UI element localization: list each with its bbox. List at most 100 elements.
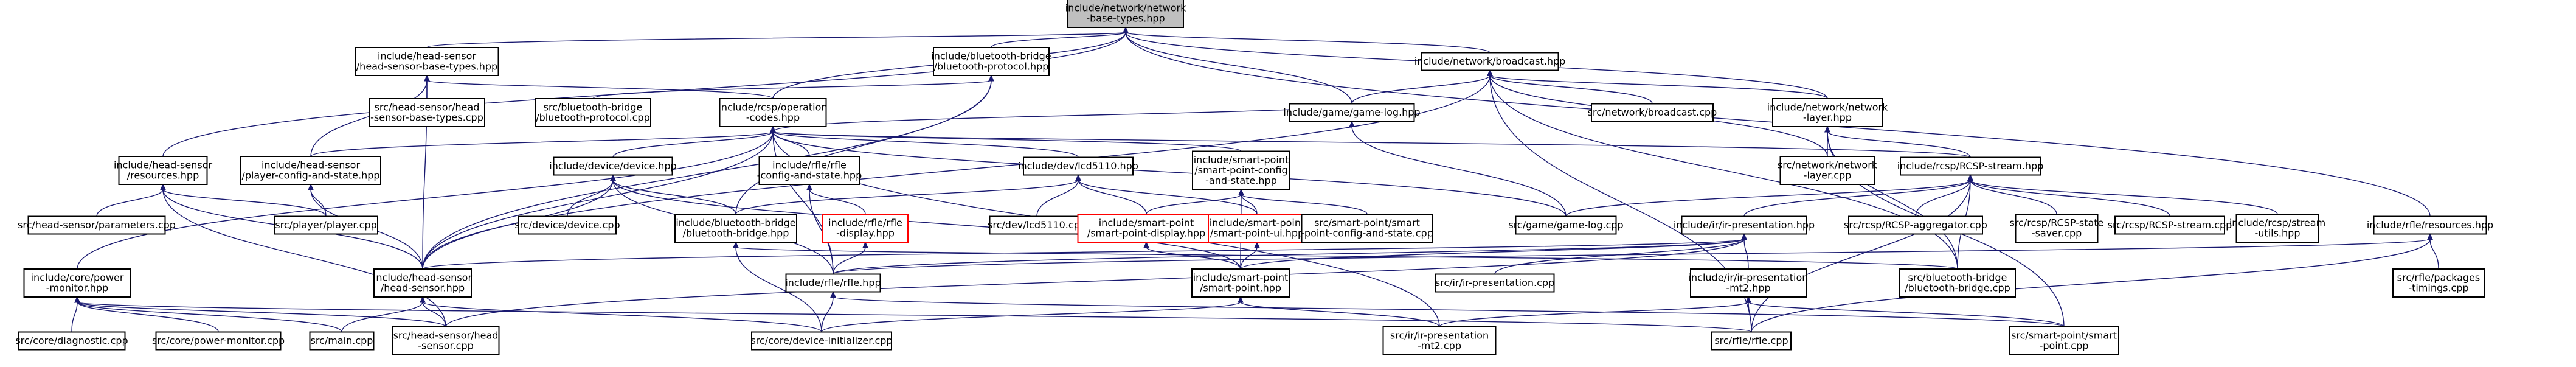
node-rcspop[interactable]: include/rcsp/operation-codes.hpp bbox=[718, 98, 828, 127]
node-label: /smart-point-display.hpp bbox=[1087, 228, 1205, 239]
node-box[interactable] bbox=[1848, 215, 1983, 235]
node-irpres[interactable]: include/ir/ir-presentation.hpp bbox=[1674, 215, 1815, 235]
node-box[interactable] bbox=[933, 47, 1050, 76]
node-root[interactable]: include/network/network-base-types.hpp bbox=[1065, 0, 1186, 28]
node-rfledisp[interactable]: include/rfle/rfle-display.hpp bbox=[822, 214, 909, 243]
node-box[interactable] bbox=[1191, 268, 1290, 298]
node-lcd[interactable]: include/dev/lcd5110.hpp bbox=[1018, 156, 1138, 176]
node-irmt2cpp[interactable]: src/ir/ir-presentation-mt2.cpp bbox=[1382, 326, 1497, 355]
node-box[interactable] bbox=[2015, 214, 2099, 243]
node-box[interactable] bbox=[989, 215, 1085, 235]
node-devhpp[interactable]: include/device/device.hpp bbox=[549, 156, 677, 176]
node-gamelog[interactable]: include/game/game-log.hpp bbox=[1283, 103, 1421, 122]
node-btproto[interactable]: include/bluetooth-bridge/bluetooth-proto… bbox=[931, 47, 1051, 76]
node-box[interactable] bbox=[355, 47, 499, 76]
node-rcspstreamcpp[interactable]: src/rcsp/RCSP-stream.cpp bbox=[2108, 215, 2232, 235]
node-box[interactable] bbox=[27, 215, 166, 235]
node-diag[interactable]: src/core/diagnostic.cpp bbox=[15, 331, 128, 351]
node-corepower[interactable]: include/core/power-monitor.hpp bbox=[23, 268, 131, 298]
node-box[interactable] bbox=[1067, 0, 1184, 28]
node-box[interactable] bbox=[785, 273, 881, 293]
node-rflecfg[interactable]: include/rfle/rfle-config-and-state.hpp bbox=[757, 156, 862, 185]
node-gamelogcpp[interactable]: src/game/game-log.cpp bbox=[1508, 215, 1624, 235]
node-netlayer[interactable]: include/network/network-layer.hpp bbox=[1767, 98, 1888, 127]
node-btbridgehpp[interactable]: include/bluetooth-bridge/bluetooth-bridg… bbox=[674, 214, 797, 243]
node-maincpp[interactable]: src/main.cpp bbox=[309, 331, 375, 351]
node-hspcs[interactable]: include/head-sensor/player-config-and-st… bbox=[240, 156, 381, 185]
node-box[interactable] bbox=[1900, 156, 2041, 176]
node-box[interactable] bbox=[274, 215, 378, 235]
node-rcspagg[interactable]: src/rcsp/RCSP-aggregator.cpp bbox=[1844, 215, 1987, 235]
node-box[interactable] bbox=[674, 214, 797, 243]
node-hshscpp[interactable]: src/head-sensor/head-sensor.cpp bbox=[392, 326, 500, 355]
node-sppcs[interactable]: include/smart-point/smart-point-config-a… bbox=[1192, 150, 1290, 190]
node-box[interactable] bbox=[23, 268, 131, 298]
node-box[interactable] bbox=[1289, 103, 1415, 122]
node-box[interactable] bbox=[1899, 268, 2016, 298]
node-box[interactable] bbox=[2009, 326, 2119, 355]
node-box[interactable] bbox=[18, 331, 126, 351]
node-box[interactable] bbox=[2114, 215, 2225, 235]
node-box[interactable] bbox=[1690, 268, 1807, 298]
node-box[interactable] bbox=[309, 331, 375, 351]
node-devinit[interactable]: src/core/device-initializer.cpp bbox=[750, 331, 893, 351]
node-box[interactable] bbox=[2373, 215, 2487, 235]
node-box[interactable] bbox=[1301, 214, 1433, 243]
node-rflecpp[interactable]: src/rfle/rfle.cpp bbox=[1711, 331, 1792, 351]
node-box[interactable] bbox=[751, 331, 892, 351]
node-bcastcpp[interactable]: src/network/broadcast.cpp bbox=[1588, 103, 1717, 122]
node-box[interactable] bbox=[1779, 156, 1875, 185]
node-lcdcpp[interactable]: src/dev/lcd5110.cpp bbox=[988, 215, 1086, 235]
node-rcspstreamutils[interactable]: include/rcsp/stream-utils.hpp bbox=[2229, 214, 2325, 243]
node-box[interactable] bbox=[518, 215, 617, 235]
node-box[interactable] bbox=[1421, 52, 1559, 71]
node-playercpp[interactable]: src/player/player.cpp bbox=[274, 215, 378, 235]
node-box[interactable] bbox=[240, 156, 381, 185]
node-rflehpp[interactable]: include/rfle/rfle.hpp bbox=[785, 273, 881, 293]
node-spcpp[interactable]: src/smart-point/smart-point.cpp bbox=[2009, 326, 2119, 355]
node-rfleres[interactable]: include/rfle/resources.hpp bbox=[2367, 215, 2493, 235]
node-btprotocpp[interactable]: src/bluetooth-bridge/bluetooth-protocol.… bbox=[535, 98, 651, 127]
node-rcspstream[interactable]: include/rcsp/RCSP-stream.hpp bbox=[1897, 156, 2044, 176]
node-box[interactable] bbox=[758, 156, 860, 185]
node-box[interactable] bbox=[1681, 215, 1807, 235]
node-box[interactable] bbox=[1023, 156, 1134, 176]
node-box[interactable] bbox=[822, 214, 909, 243]
node-box[interactable] bbox=[1192, 150, 1290, 190]
node-bcast[interactable]: include/network/broadcast.hpp bbox=[1414, 52, 1566, 71]
node-box[interactable] bbox=[155, 331, 282, 351]
node-box[interactable] bbox=[2392, 268, 2485, 298]
node-irmt2[interactable]: include/ir/ir-presentation-mt2.hpp bbox=[1689, 268, 1809, 298]
node-box[interactable] bbox=[1435, 273, 1555, 293]
node-box[interactable] bbox=[719, 98, 827, 127]
node-spdisp[interactable]: include/smart-point/smart-point-display.… bbox=[1077, 214, 1216, 243]
node-box[interactable] bbox=[373, 268, 472, 298]
node-spcfgcpp[interactable]: src/smart-point/smart-point-config-and-s… bbox=[1301, 214, 1433, 243]
node-powercpp[interactable]: src/core/power-monitor.cpp bbox=[152, 331, 285, 351]
node-box[interactable] bbox=[1382, 326, 1497, 355]
node-box[interactable] bbox=[1591, 103, 1714, 122]
node-box[interactable] bbox=[1711, 331, 1792, 351]
node-box[interactable] bbox=[118, 156, 208, 185]
node-box[interactable] bbox=[553, 156, 673, 176]
node-box[interactable] bbox=[369, 98, 485, 127]
node-hsbtcpp[interactable]: src/head-sensor/head-sensor-base-types.c… bbox=[369, 98, 485, 127]
node-box[interactable] bbox=[2235, 214, 2319, 243]
node-irprescpp[interactable]: src/ir/ir-presentation.cpp bbox=[1435, 273, 1555, 293]
node-hshs[interactable]: include/head-sensor/head-sensor.hpp bbox=[373, 268, 473, 298]
node-btbridgecpp[interactable]: src/bluetooth-bridge/bluetooth-bridge.cp… bbox=[1899, 268, 2016, 298]
node-box[interactable] bbox=[535, 98, 651, 127]
node-rcspsaver[interactable]: src/rcsp/RCSP-state-saver.cpp bbox=[2010, 214, 2104, 243]
node-netlayercpp[interactable]: src/network/network-layer.cpp bbox=[1778, 156, 1878, 185]
node-box[interactable] bbox=[392, 326, 500, 355]
node-params[interactable]: src/head-sensor/parameters.cpp bbox=[18, 215, 176, 235]
node-devcpp[interactable]: src/device/device.cpp bbox=[514, 215, 620, 235]
node-spui[interactable]: include/smart-point/smart-point-ui.hpp bbox=[1208, 214, 1306, 243]
node-hsbt[interactable]: include/head-sensor/head-sensor-base-typ… bbox=[355, 47, 499, 76]
node-box[interactable] bbox=[1515, 215, 1617, 235]
node-sphpp[interactable]: include/smart-point/smart-point.hpp bbox=[1191, 268, 1290, 298]
node-hsres[interactable]: include/head-sensor/resources.hpp bbox=[114, 156, 213, 185]
node-box[interactable] bbox=[1772, 98, 1883, 127]
node-box[interactable] bbox=[1077, 214, 1216, 243]
node-rflepkg[interactable]: src/rfle/packages-timings.cpp bbox=[2392, 268, 2485, 298]
